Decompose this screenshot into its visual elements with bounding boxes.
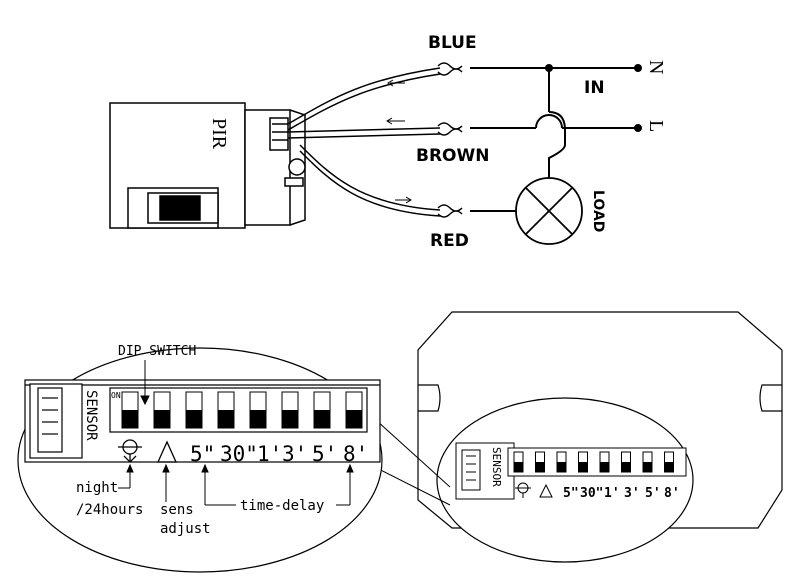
dip-switch-knob: [282, 410, 298, 428]
night-label-1: night: [76, 480, 118, 496]
module-dip-switches: [513, 451, 674, 473]
terminal-l-label: L: [645, 120, 667, 132]
night-label-2: /24hours: [76, 502, 143, 518]
pir-sensor-body: [109, 102, 306, 229]
supply-label: IN: [584, 78, 605, 98]
junction-dot: [545, 64, 553, 72]
dip-switch-knob: [514, 462, 523, 472]
load-label: LOAD: [590, 190, 606, 232]
module-switch-label: 30": [580, 486, 603, 501]
dip-switch-knob: [578, 462, 588, 472]
dip-switch-knob: [346, 410, 362, 428]
dip-switch-knob: [250, 410, 266, 428]
sens-label-1: sens: [160, 502, 194, 518]
detail-switch-label: 30": [220, 442, 258, 466]
sens-triangle-icon: [156, 440, 178, 463]
dip-switch-knob: [643, 462, 652, 472]
dip-switch-knob: [314, 410, 330, 428]
detail-switch-label: 5': [312, 442, 337, 466]
detail-switch-label: 5": [190, 442, 215, 466]
time-delay-label: time-delay: [240, 498, 324, 514]
supply-lines: [470, 67, 638, 212]
wire-twist-connectors: [437, 62, 463, 218]
dip-switch-knob: [186, 410, 202, 428]
dip-on-label: ON: [111, 391, 121, 400]
module-switch-label: 3': [624, 486, 640, 501]
module-switch-label: 5': [645, 486, 661, 501]
dip-switch-knob: [122, 410, 138, 428]
module-housing: [417, 311, 783, 529]
module-dip-panel: [455, 442, 687, 500]
dip-switch-knob: [535, 462, 545, 472]
blue-wire: [287, 67, 441, 125]
brown-wire: [287, 127, 441, 133]
wire-label-red: RED: [430, 231, 469, 251]
dip-detail-switch-labels: 5" 30" 1' 3' 5' 8': [190, 442, 368, 466]
detail-switch-label: 3': [282, 442, 307, 466]
module-switch-label: 8': [664, 486, 680, 501]
dip-switch-knob: [218, 410, 234, 428]
night-mode-icon: [118, 439, 142, 463]
dip-switch-knob: [664, 462, 674, 472]
wire-bundle: [287, 67, 441, 217]
wire-direction-arrows: [386, 79, 412, 204]
dip-switch-knob: [557, 462, 566, 472]
module-night-icon: [515, 482, 531, 498]
terminal-n-label: N: [645, 60, 667, 74]
sens-label-2: adjust: [160, 521, 211, 537]
module-sens-triangle-icon: [539, 483, 553, 498]
detail-switch-label: 8': [343, 442, 368, 466]
module-switch-label: 5": [563, 486, 579, 501]
dip-switch-knob: [621, 462, 631, 472]
dip-switch-pointer: [140, 360, 150, 406]
dip-switch-title: DIP SWITCH: [118, 344, 196, 359]
callout-arrows: [118, 463, 354, 506]
module-sensor-label: SENSOR: [490, 447, 503, 487]
load-lamp-icon: [515, 177, 583, 245]
wire-label-brown: BROWN: [416, 146, 489, 166]
dip-detail-sensor-label: SENSOR: [83, 390, 99, 441]
dip-switch-knob: [154, 410, 170, 428]
module-switch-labels: 5" 30" 1' 3' 5' 8': [563, 486, 680, 501]
module-zoom-ellipse: [436, 397, 694, 563]
dip-detail-switches: [121, 391, 363, 429]
wire-label-blue: BLUE: [428, 33, 477, 53]
red-wire: [299, 144, 441, 211]
terminal-n-dot: [634, 64, 642, 72]
module-switch-label: 1': [604, 486, 620, 501]
detail-switch-label: 1': [257, 442, 282, 466]
dip-switch-knob: [600, 462, 609, 472]
device-label: PIR: [208, 118, 230, 150]
terminal-l-dot: [634, 124, 642, 132]
